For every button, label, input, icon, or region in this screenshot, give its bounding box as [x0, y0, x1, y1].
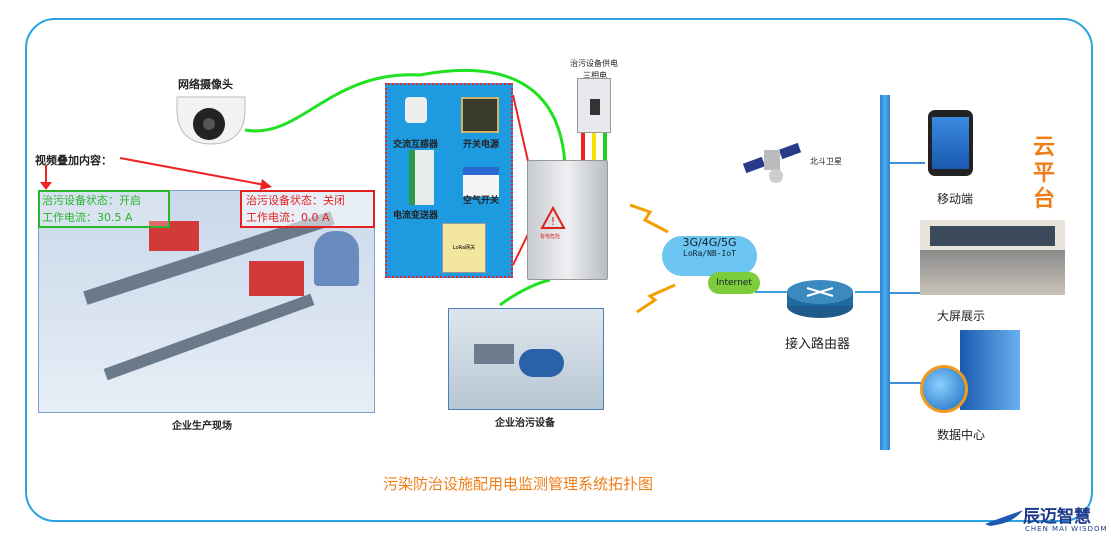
server-icon — [960, 330, 1020, 410]
equipment-link — [499, 278, 551, 307]
diagram-frame — [25, 18, 1093, 522]
logo-subtext: CHEN MAI WISDOM — [1025, 525, 1108, 533]
warning-text: 有电危险 — [540, 234, 561, 240]
current-text: 工作电流：30.5 A — [42, 211, 133, 224]
breaker-icon — [577, 78, 611, 133]
link-line — [890, 382, 925, 384]
components-panel: 交流互感器 开关电源 电流变送器 空气开关 LoRa网关 — [385, 83, 513, 278]
svg-text:!: ! — [551, 215, 555, 228]
air-switch-icon — [463, 167, 499, 197]
network-bus — [880, 95, 890, 450]
link-line — [890, 162, 925, 164]
cloud-label: 3G/4G/5G — [682, 236, 737, 249]
logo-swoosh-icon — [985, 510, 1023, 526]
overlay-status-on: 治污设备状态：开启 工作电流：30.5 A — [38, 190, 170, 228]
overlay-label: 视频叠加内容： — [35, 154, 112, 167]
current-text: 工作电流：0.0 A — [246, 211, 330, 224]
mobile-label: 移动端 — [937, 192, 974, 206]
component-label: 开关电源 — [463, 140, 500, 150]
equipment-label: 企业治污设备 — [495, 418, 555, 429]
logo-text: 辰迈智慧 — [1023, 507, 1091, 527]
mobile-network-cloud: 3G/4G/5G LoRa/NB-IoT — [662, 236, 757, 276]
factory-label: 企业生产现场 — [172, 421, 232, 432]
component-label: 电流变送器 — [393, 211, 439, 221]
cloud-sublabel: LoRa/NB-IoT — [683, 249, 736, 258]
component-label: 交流互感器 — [393, 140, 439, 150]
big-screen-image — [920, 220, 1065, 295]
power-supply-icon — [461, 97, 499, 133]
wireless-bolt-icon — [636, 283, 676, 314]
control-cabinet: ! 有电危险 — [527, 160, 608, 280]
router-label: 接入路由器 — [785, 337, 851, 352]
cloud-platform-label: 云平台 — [1032, 135, 1055, 212]
treatment-equipment-image — [448, 308, 604, 410]
screen-label: 大屏展示 — [937, 309, 986, 323]
component-label: 空气开关 — [463, 196, 500, 206]
router-icon — [787, 280, 853, 318]
camera-link — [244, 68, 567, 166]
zoom-line-top — [512, 94, 531, 171]
phase-label: 三相电 — [583, 71, 607, 80]
camera-icon — [176, 96, 246, 145]
lora-gateway-icon: LoRa网关 — [442, 223, 486, 273]
camera-label: 网络摄像头 — [178, 78, 233, 91]
diagram-title: 污染防治设施配用电监测管理系统拓扑图 — [383, 475, 654, 493]
wireless-bolt-icon — [629, 203, 669, 234]
power-label: 治污设备供电 — [570, 59, 618, 68]
mobile-phone-icon — [928, 110, 973, 176]
overlay-status-off: 治污设备状态：关闭 工作电流：0.0 A — [240, 190, 375, 228]
transmitter-icon — [409, 150, 434, 205]
satellite-icon — [742, 142, 802, 183]
globe-icon — [920, 365, 968, 413]
brand-logo: 辰迈智慧 CHEN MAI WISDOM — [985, 502, 1110, 539]
satellite-label: 北斗卫星 — [810, 157, 842, 166]
current-transformer-icon — [405, 97, 427, 123]
status-text: 治污设备状态：开启 — [42, 194, 141, 207]
datacenter-label: 数据中心 — [937, 428, 986, 442]
internet-cloud: Internet — [708, 272, 760, 294]
status-text: 治污设备状态：关闭 — [246, 194, 345, 207]
link-line — [890, 292, 925, 294]
warning-icon: ! — [540, 206, 566, 229]
